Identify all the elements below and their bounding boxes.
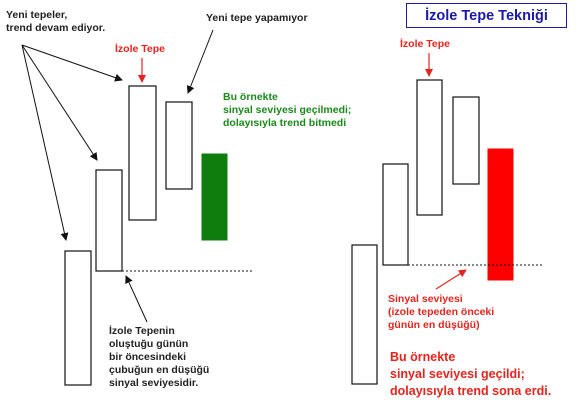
note-line: dolayısıyla trend sona erdi. [390, 384, 552, 398]
right-bar-red [487, 148, 514, 281]
note-line: sinyal seviyesi geçildi; [390, 367, 525, 381]
note-line: sinyal seviyesidir. [109, 377, 199, 389]
right-bar-1 [351, 244, 378, 385]
right-bar-isolated-peak [416, 79, 443, 216]
left-arrow-signal-level [125, 275, 148, 323]
left-bar-4 [165, 101, 193, 190]
note-line: çubuğun en düşüğü [109, 364, 210, 376]
note-line: dolayısıyla trend bitmedi [223, 117, 347, 129]
note-line: Bu örnekte [390, 350, 456, 364]
left-signal-level-note: İzole Tepenin oluştuğu günün bir öncesin… [109, 325, 209, 390]
left-no-new-high-note: Yeni tepe yapamıyor [206, 12, 308, 24]
left-arrow-no-new-high [186, 29, 214, 94]
note-line: günün en düşüğü) [388, 319, 480, 331]
note-line: Yeni tepeler, [6, 9, 68, 21]
left-outcome-note: Bu örnekte sinyal seviyesi geçilmedi; do… [223, 91, 351, 130]
note-line: bir öncesindeki [109, 351, 187, 363]
note-line: trend devam ediyor. [6, 22, 106, 34]
left-bar-1 [64, 250, 92, 386]
note-line: Bu örnekte [223, 91, 278, 103]
left-bar-isolated-peak [128, 85, 157, 221]
note-line: oluştuğu günün [109, 338, 189, 350]
right-isolated-peak-label: İzole Tepe [400, 38, 450, 50]
left-arrow-to-peak [21, 44, 123, 82]
left-higher-highs-note: Yeni tepeler, trend devam ediyor. [6, 9, 105, 35]
diagram-title: İzole Tepe Tekniği [406, 3, 567, 28]
note-line: İzole Tepenin [109, 325, 175, 337]
left-isolated-peak-label: İzole Tepe [115, 43, 165, 55]
right-signal-level-note: Sinyal seviyesi (izole tepeden önceki gü… [388, 293, 494, 332]
right-outcome-note: Bu örnekte sinyal seviyesi geçildi; dola… [390, 349, 551, 400]
note-line: sinyal seviyesi geçilmedi; [223, 104, 352, 116]
right-bar-2 [382, 163, 409, 266]
left-bar-2 [95, 169, 123, 272]
left-arrow-to-bar-2 [21, 44, 98, 161]
note-line: (izole tepeden önceki [388, 306, 495, 318]
left-bar-green [201, 153, 228, 241]
right-bar-4 [452, 96, 480, 185]
right-arrow-signal-level [435, 269, 467, 290]
note-line: Sinyal seviyesi [388, 293, 463, 305]
left-arrow-to-bar-1 [21, 44, 69, 241]
